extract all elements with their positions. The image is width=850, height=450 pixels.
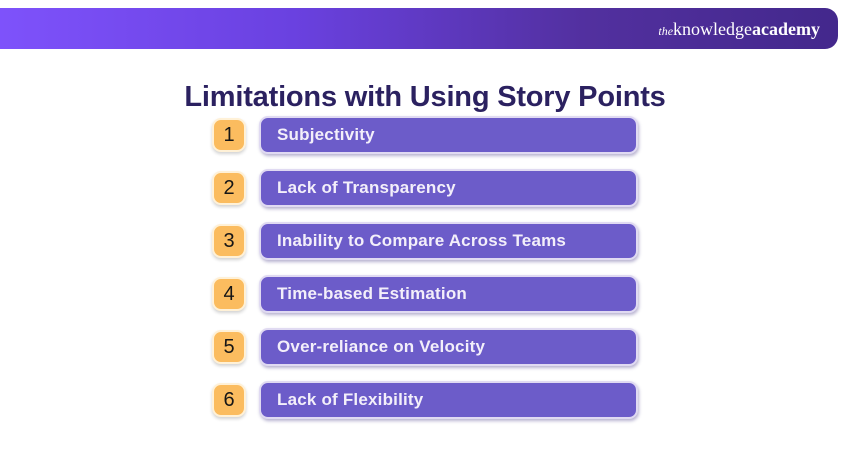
item-number-badge: 6 [212,383,246,417]
list-item: 2 Lack of Transparency [212,169,638,207]
item-label-bar: Time-based Estimation [259,275,638,313]
item-label-bar: Inability to Compare Across Teams [259,222,638,260]
list-item: 5 Over-reliance on Velocity [212,328,638,366]
brand-logo-knowledge: knowledge [673,18,753,39]
brand-logo-the: the [658,23,674,38]
item-number-badge: 1 [212,118,246,152]
brand-logo-academy: academy [752,18,820,39]
brand-logo: theknowledgeacademy [658,20,820,38]
page-title: Limitations with Using Story Points [184,81,666,114]
item-label-bar: Over-reliance on Velocity [259,328,638,366]
item-number-badge: 4 [212,277,246,311]
limitations-list: 1 Subjectivity 2 Lack of Transparency 3 … [0,116,850,419]
list-item: 6 Lack of Flexibility [212,381,638,419]
item-label-bar: Subjectivity [259,116,638,154]
list-item: 1 Subjectivity [212,116,638,154]
item-label-bar: Lack of Flexibility [259,381,638,419]
item-number-badge: 3 [212,224,246,258]
item-number-badge: 5 [212,330,246,364]
list-item: 4 Time-based Estimation [212,275,638,313]
item-number-badge: 2 [212,171,246,205]
list-item: 3 Inability to Compare Across Teams [212,222,638,260]
item-label-bar: Lack of Transparency [259,169,638,207]
header-bar: theknowledgeacademy [0,8,838,49]
